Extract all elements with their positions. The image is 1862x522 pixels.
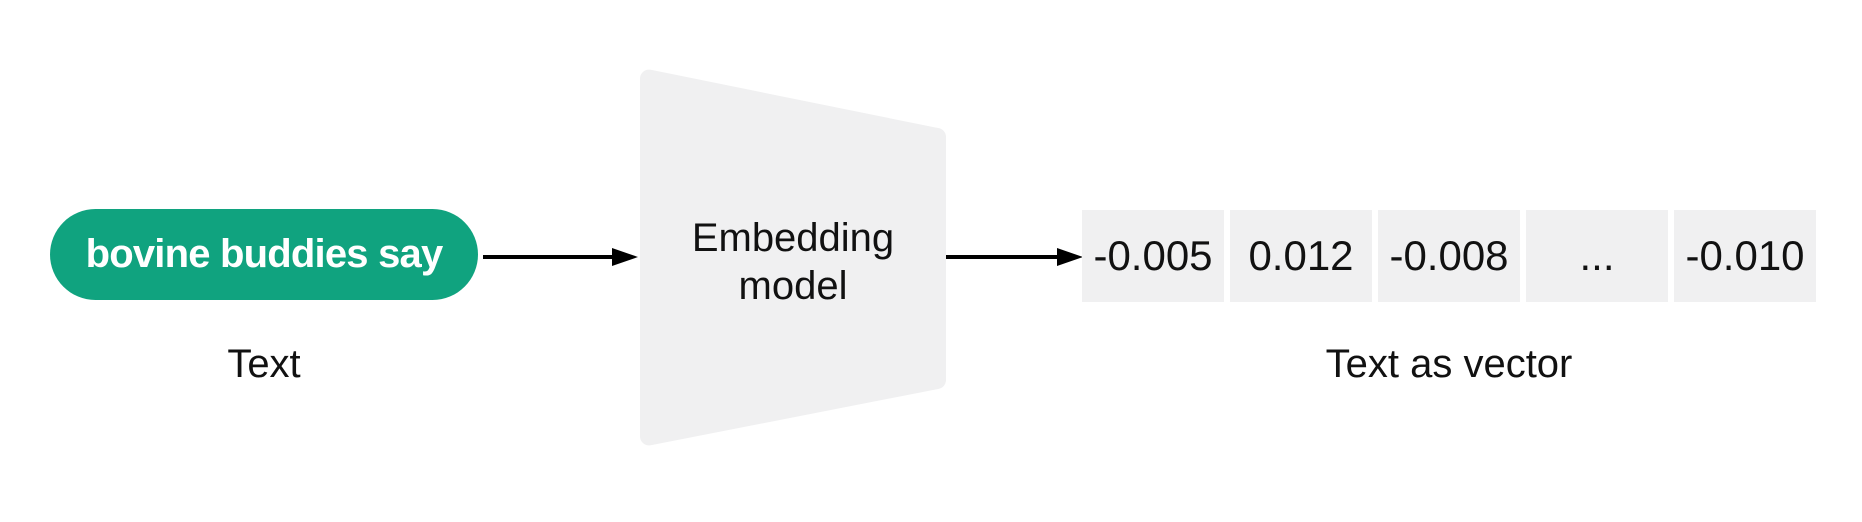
embedding-model-label: Embedding model [691,216,895,308]
arrow-model-to-vector-icon [946,248,1083,266]
output-caption: Text as vector [1325,342,1573,386]
vector-cell: -0.010 [1674,210,1816,302]
arrow-input-to-model-icon [483,248,638,266]
input-text-pill: bovine buddies say [50,209,478,300]
vector-cell: -0.005 [1082,210,1224,302]
vector-cell-ellipsis: ... [1526,210,1668,302]
input-caption: Text [227,342,301,386]
embedding-model-trapezoid [640,69,946,446]
vector-cells: -0.005 0.012 -0.008 ... -0.010 [1082,210,1816,302]
input-text-label: bovine buddies say [85,232,444,276]
vector-cell: -0.008 [1378,210,1520,302]
vector-cell: 0.012 [1230,210,1372,302]
